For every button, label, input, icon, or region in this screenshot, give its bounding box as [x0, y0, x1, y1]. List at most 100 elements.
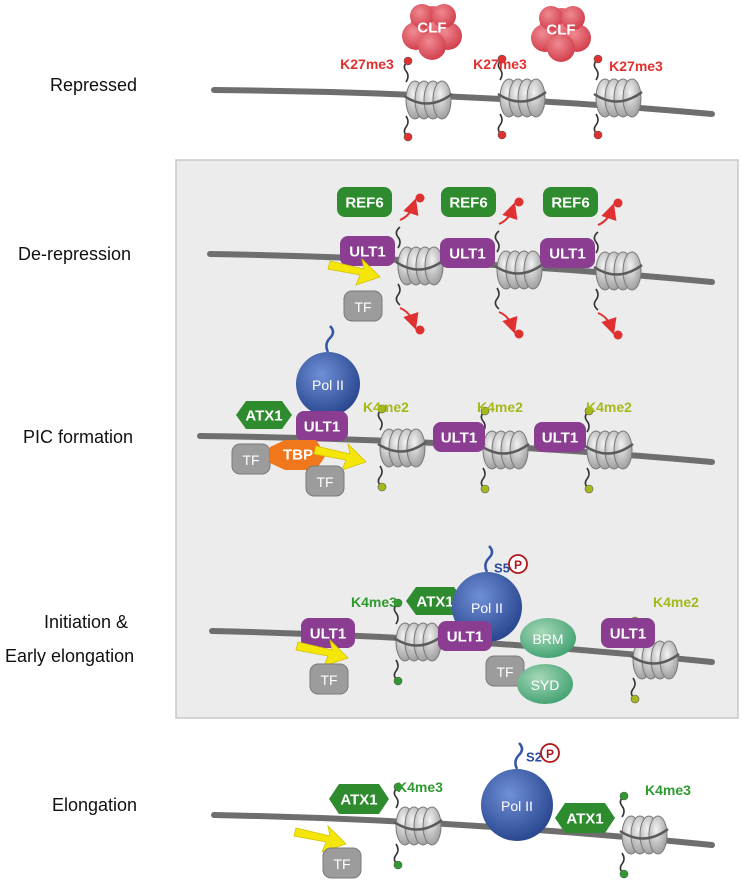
k27me3-dot	[403, 56, 413, 66]
nucleosome	[393, 806, 443, 846]
ctd-tail	[514, 742, 524, 770]
removed-mark	[514, 329, 524, 339]
atx1-factor: ATX1	[236, 401, 292, 429]
ult1-factor-3: ULT1	[534, 422, 586, 452]
tf-factor-2: TF	[305, 465, 345, 497]
clf-complex-2-label: CLF	[546, 22, 575, 39]
promoter-arrow	[313, 442, 367, 471]
tbp-label: TBP	[283, 447, 313, 464]
pol2-complex-label: Pol II	[312, 377, 344, 393]
ult1-factor-3: ULT1	[601, 618, 655, 648]
pol2-complex-label: Pol II	[501, 798, 533, 814]
ult1-factor-2-label: ULT1	[449, 246, 485, 263]
promoter-arrow	[327, 257, 381, 286]
tf-factor: TF	[343, 290, 383, 322]
pol2-complex: Pol II	[481, 742, 553, 841]
mark-k4me2-3: K4me2	[586, 399, 632, 415]
ult1-factor-3: ULT1	[540, 238, 595, 268]
tf-factor-1-label: TF	[242, 452, 259, 468]
tf-factor-2-label: TF	[496, 664, 513, 680]
phospho-s2-label: P	[546, 747, 554, 761]
ctd-tail	[484, 545, 494, 573]
k4me2-dot	[480, 406, 490, 416]
tf-factor-label: TF	[333, 856, 350, 872]
ref6-factor-2-label: REF6	[449, 195, 487, 212]
ult1-factor-2: ULT1	[438, 621, 492, 651]
ult1-factor-3-label: ULT1	[610, 626, 646, 643]
stage-label-elongation: Elongation	[52, 795, 137, 815]
mark-k4me2-1: K4me2	[363, 399, 409, 415]
nucleosome	[593, 78, 643, 118]
k4me2-dot	[480, 484, 490, 494]
clf-complex-1-label: CLF	[417, 20, 446, 37]
atx1-factor-1-label: ATX1	[340, 792, 377, 809]
k4me2-dot	[377, 404, 387, 414]
syd-remodeler-label: SYD	[531, 677, 560, 693]
demethylation-arrow	[399, 307, 419, 330]
tf-factor-1: TF	[231, 443, 271, 475]
k4me3-dot	[619, 869, 629, 879]
stage-label-de-repression: De-repression	[18, 244, 131, 264]
histone-tail	[494, 287, 500, 310]
k27me3-dot	[497, 130, 507, 140]
nucleosome	[395, 246, 445, 286]
tf-factor-2-label: TF	[316, 474, 333, 490]
atx1-factor-label: ATX1	[245, 408, 282, 425]
phospho-s5-badge	[508, 554, 528, 574]
tbp-shape	[270, 440, 326, 470]
ult1-factor-1-label: ULT1	[349, 244, 385, 261]
stage-label-initiation-line2: Early elongation	[5, 646, 134, 666]
removed-mark	[613, 330, 623, 340]
phospho-s2-badge	[540, 743, 560, 763]
removed-mark	[415, 193, 425, 203]
k27me3-dot	[403, 132, 413, 142]
k4me3-dot	[393, 598, 403, 608]
ult1-factor-3-label: ULT1	[542, 430, 578, 447]
ult1-factor-2: ULT1	[440, 238, 495, 268]
nucleosome	[403, 80, 453, 120]
ult1-factor-2: ULT1	[433, 422, 485, 452]
ult1-factor-3-label: ULT1	[549, 246, 585, 263]
tf-factor-label: TF	[354, 299, 371, 315]
ult1-factor-1-label: ULT1	[304, 419, 340, 436]
demethylation-arrow	[399, 198, 419, 221]
atx1-factor-1: ATX1	[329, 784, 389, 814]
atx1-factor-2-label: ATX1	[566, 811, 603, 828]
ult1-factor-2-label: ULT1	[441, 430, 477, 447]
ref6-factor-1-label: REF6	[345, 195, 383, 212]
stage-label-initiation-line1: Initiation &	[44, 612, 128, 632]
stage-label-pic-formation: PIC formation	[23, 427, 133, 447]
k4me2-dot	[584, 484, 594, 494]
k4me3-dot	[393, 860, 403, 870]
nucleosome	[377, 428, 427, 468]
histone-tail	[494, 230, 500, 253]
tf-factor: TF	[322, 847, 362, 879]
promoter-arrow	[295, 638, 349, 667]
histone-tail	[593, 231, 599, 254]
syd-remodeler: SYD	[517, 664, 573, 704]
brm-remodeler: BRM	[520, 618, 576, 658]
removed-mark	[514, 197, 524, 207]
mark-k4me2: K4me2	[653, 594, 699, 610]
ref6-factor-1: REF6	[337, 187, 392, 217]
demethylation-arrow	[597, 203, 617, 226]
nucleosome	[494, 250, 544, 290]
demethylation-arrow	[498, 202, 518, 225]
removed-mark	[613, 198, 623, 208]
nucleosome	[497, 78, 547, 118]
ult1-factor-1: ULT1	[301, 618, 355, 648]
ult1-factor-1: ULT1	[296, 411, 348, 441]
nucleosome	[630, 640, 680, 680]
ref6-factor-2: REF6	[441, 187, 496, 217]
ult1-factor-1: ULT1	[340, 236, 395, 266]
histone-tail	[395, 283, 401, 306]
k4me3-dot	[393, 782, 403, 792]
mark-k27me3-2: K27me3	[473, 56, 527, 72]
tf-factor-2: TF	[485, 655, 525, 687]
nucleosome	[480, 430, 530, 470]
ctd-tail	[325, 325, 335, 353]
tf-factor-1: TF	[309, 663, 349, 695]
clf-complex-1: CLF	[402, 4, 462, 60]
mark-k4me3-2: K4me3	[645, 782, 691, 798]
mark-k27me3-1: K27me3	[340, 56, 394, 72]
